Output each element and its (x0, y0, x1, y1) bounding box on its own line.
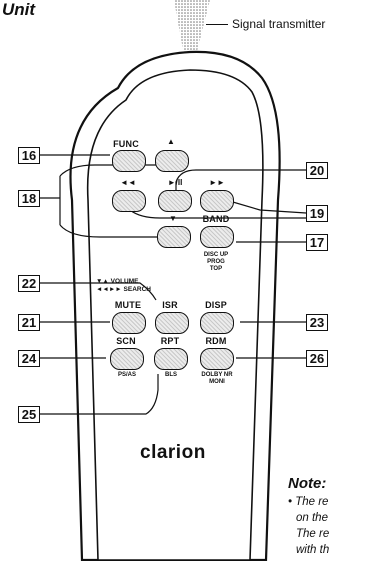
rewind-icon: ◄◄ (120, 178, 136, 187)
band-label: BAND (202, 214, 230, 224)
callout-20: 20 (306, 162, 328, 179)
fast-forward-button[interactable] (200, 190, 234, 212)
note-title: Note: (288, 475, 327, 492)
note-line-1: • The re (288, 496, 329, 508)
rpt-sub-label: BLS (165, 372, 177, 378)
disp-label: DISP (205, 300, 227, 310)
isr-button[interactable] (155, 312, 189, 334)
signal-transmitter-label: Signal transmitter (232, 17, 326, 31)
note-line-2: on the (296, 512, 328, 524)
up-button[interactable] (155, 150, 189, 172)
callout-26: 26 (306, 350, 328, 367)
callout-17: 17 (306, 234, 328, 251)
func-label: FUNC (113, 139, 139, 149)
volume-search-label: ▼▲ VOLUME ◄◄►► SEARCH (96, 278, 151, 293)
scn-label: SCN (116, 336, 136, 346)
down-button[interactable] (157, 226, 191, 248)
note-line-4: with th (296, 544, 330, 556)
callout-16: 16 (18, 147, 40, 164)
down-arrow-icon: ▼ (169, 214, 177, 223)
play-pause-button[interactable] (158, 190, 192, 212)
func-button[interactable] (112, 150, 146, 172)
signal-leader-line (206, 24, 228, 25)
callout-25: 25 (18, 406, 40, 423)
band-button[interactable] (200, 226, 234, 248)
callout-18: 18 (18, 190, 40, 207)
rpt-label: RPT (160, 336, 180, 346)
up-arrow-icon: ▲ (167, 137, 175, 146)
rdm-label: RDM (205, 336, 227, 346)
band-sub-label: DISC UP PROG TOP (203, 252, 229, 272)
mute-label: MUTE (114, 300, 142, 310)
callout-21: 21 (18, 314, 40, 331)
section-heading: Unit (2, 0, 36, 19)
brand-logo-text: clarion (140, 442, 206, 463)
rpt-button[interactable] (154, 348, 188, 370)
callout-23: 23 (306, 314, 328, 331)
signal-beam-graphic (174, 0, 210, 55)
fast-forward-icon: ►► (209, 178, 225, 187)
note-line-3: The re (296, 528, 330, 540)
callout-19: 19 (306, 205, 328, 222)
play-pause-icon: ►/II (167, 178, 183, 187)
rdm-button[interactable] (200, 348, 234, 370)
callout-22: 22 (18, 275, 40, 292)
disp-button[interactable] (200, 312, 234, 334)
rdm-sub-label: DOLBY NR MONI (201, 372, 233, 385)
scn-button[interactable] (110, 348, 144, 370)
scn-sub-label: PS/AS (117, 372, 136, 378)
rewind-button[interactable] (112, 190, 146, 212)
mute-button[interactable] (112, 312, 146, 334)
isr-label: ISR (162, 300, 178, 310)
callout-24: 24 (18, 350, 40, 367)
